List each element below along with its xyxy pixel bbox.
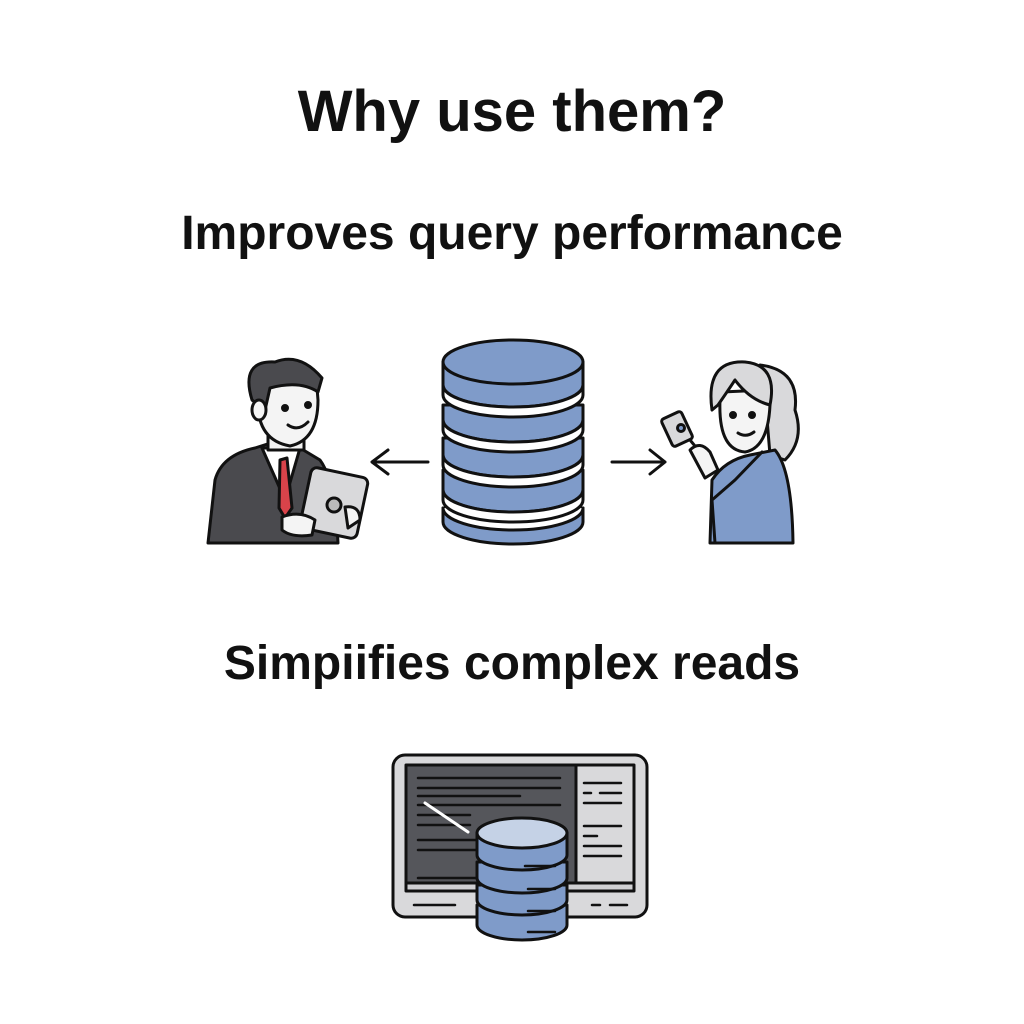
section-heading-reads: Simpiifies complex reads <box>223 637 801 690</box>
businesswoman-icon <box>660 360 800 545</box>
section-heading-performance: Improves query performance <box>181 207 843 260</box>
arrow-right-icon <box>610 448 667 476</box>
database-icon <box>441 338 585 546</box>
page-title: Why use them? <box>297 79 727 144</box>
arrow-left-icon <box>370 448 430 476</box>
businessman-icon <box>206 357 370 545</box>
monitor-icon <box>391 753 649 942</box>
